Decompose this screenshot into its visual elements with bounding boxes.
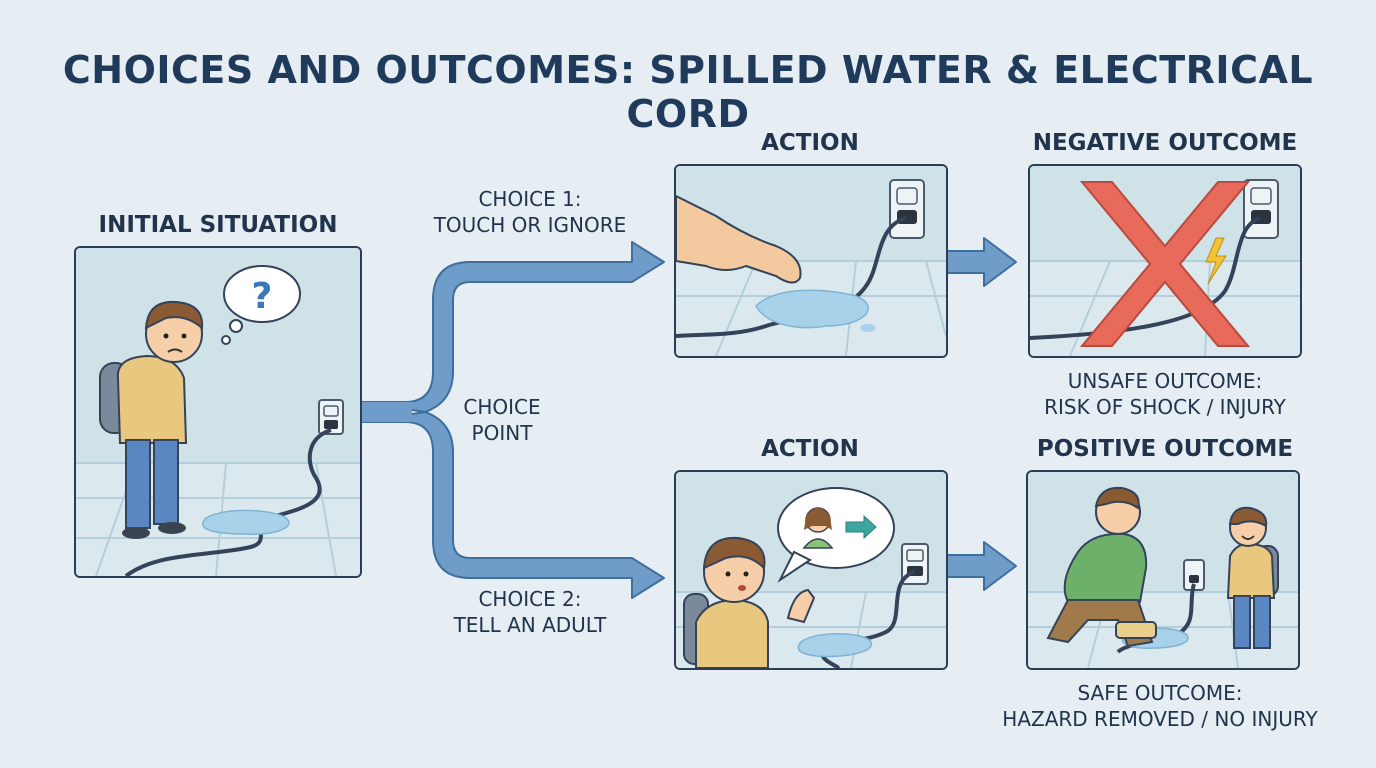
- action-tell-panel: [674, 470, 948, 670]
- choice2-line1: CHOICE 2:: [478, 587, 582, 611]
- water-puddle: [797, 633, 872, 658]
- positive-outcome-panel: [1026, 470, 1300, 670]
- smiling-boy: [1226, 506, 1279, 649]
- choice1-line1: CHOICE 1:: [478, 187, 582, 211]
- negative-caption-line1: UNSAFE OUTCOME:: [1067, 369, 1263, 393]
- red-cross-icon: [1079, 181, 1251, 347]
- negative-outcome-panel: [1028, 164, 1302, 358]
- positive-caption-line2: HAZARD REMOVED / NO INJURY: [1002, 707, 1318, 731]
- outlet-icon: [318, 399, 344, 435]
- negative-caption: UNSAFE OUTCOME: RISK OF SHOCK / INJURY: [1010, 368, 1320, 420]
- choice2-line2: TELL AN ADULT: [453, 613, 607, 637]
- water-puddle: [755, 289, 869, 329]
- negative-heading: NEGATIVE OUTCOME: [1032, 130, 1298, 156]
- branch-arrow-bottom: [361, 411, 665, 599]
- arrow-right-icon: [845, 514, 877, 540]
- action-touch-panel: [674, 164, 948, 358]
- speech-bubble: [777, 487, 895, 583]
- negative-caption-line2: RISK OF SHOCK / INJURY: [1044, 395, 1286, 419]
- page-title: CHOICES AND OUTCOMES: SPILLED WATER & EL…: [62, 48, 1314, 136]
- branch-stem: [360, 402, 412, 422]
- positive-caption: SAFE OUTCOME: HAZARD REMOVED / NO INJURY: [990, 680, 1330, 732]
- outlet-icon: [889, 179, 925, 239]
- pointing-hand: [676, 194, 802, 284]
- choice2-label: CHOICE 2: TELL AN ADULT: [400, 586, 660, 638]
- positive-heading: POSITIVE OUTCOME: [1036, 436, 1294, 462]
- arrow-to-negative: [945, 237, 1017, 287]
- lightning-icon: [1205, 237, 1227, 285]
- worried-boy: [99, 300, 204, 539]
- branch-arrow-top: [361, 241, 665, 413]
- initial-heading: INITIAL SITUATION: [98, 212, 338, 238]
- water-puddle: [202, 509, 290, 536]
- speaking-boy: [683, 536, 816, 668]
- choice-point-line2: POINT: [471, 421, 533, 445]
- initial-situation-panel: ?: [74, 246, 362, 578]
- action-bottom-heading: ACTION: [761, 436, 859, 462]
- choice-point-line1: CHOICE: [463, 395, 541, 419]
- choice1-label: CHOICE 1: TOUCH OR IGNORE: [400, 186, 660, 238]
- choice-point-label: CHOICE POINT: [450, 394, 554, 446]
- positive-caption-line1: SAFE OUTCOME:: [1077, 681, 1243, 705]
- helping-adult: [1046, 486, 1157, 648]
- arrow-to-positive: [945, 541, 1017, 591]
- thought-bubble: ?: [221, 265, 301, 345]
- action-top-heading: ACTION: [761, 130, 859, 156]
- question-mark: ?: [252, 276, 273, 317]
- choice1-line2: TOUCH OR IGNORE: [433, 213, 627, 237]
- outlet-icon: [1243, 179, 1279, 239]
